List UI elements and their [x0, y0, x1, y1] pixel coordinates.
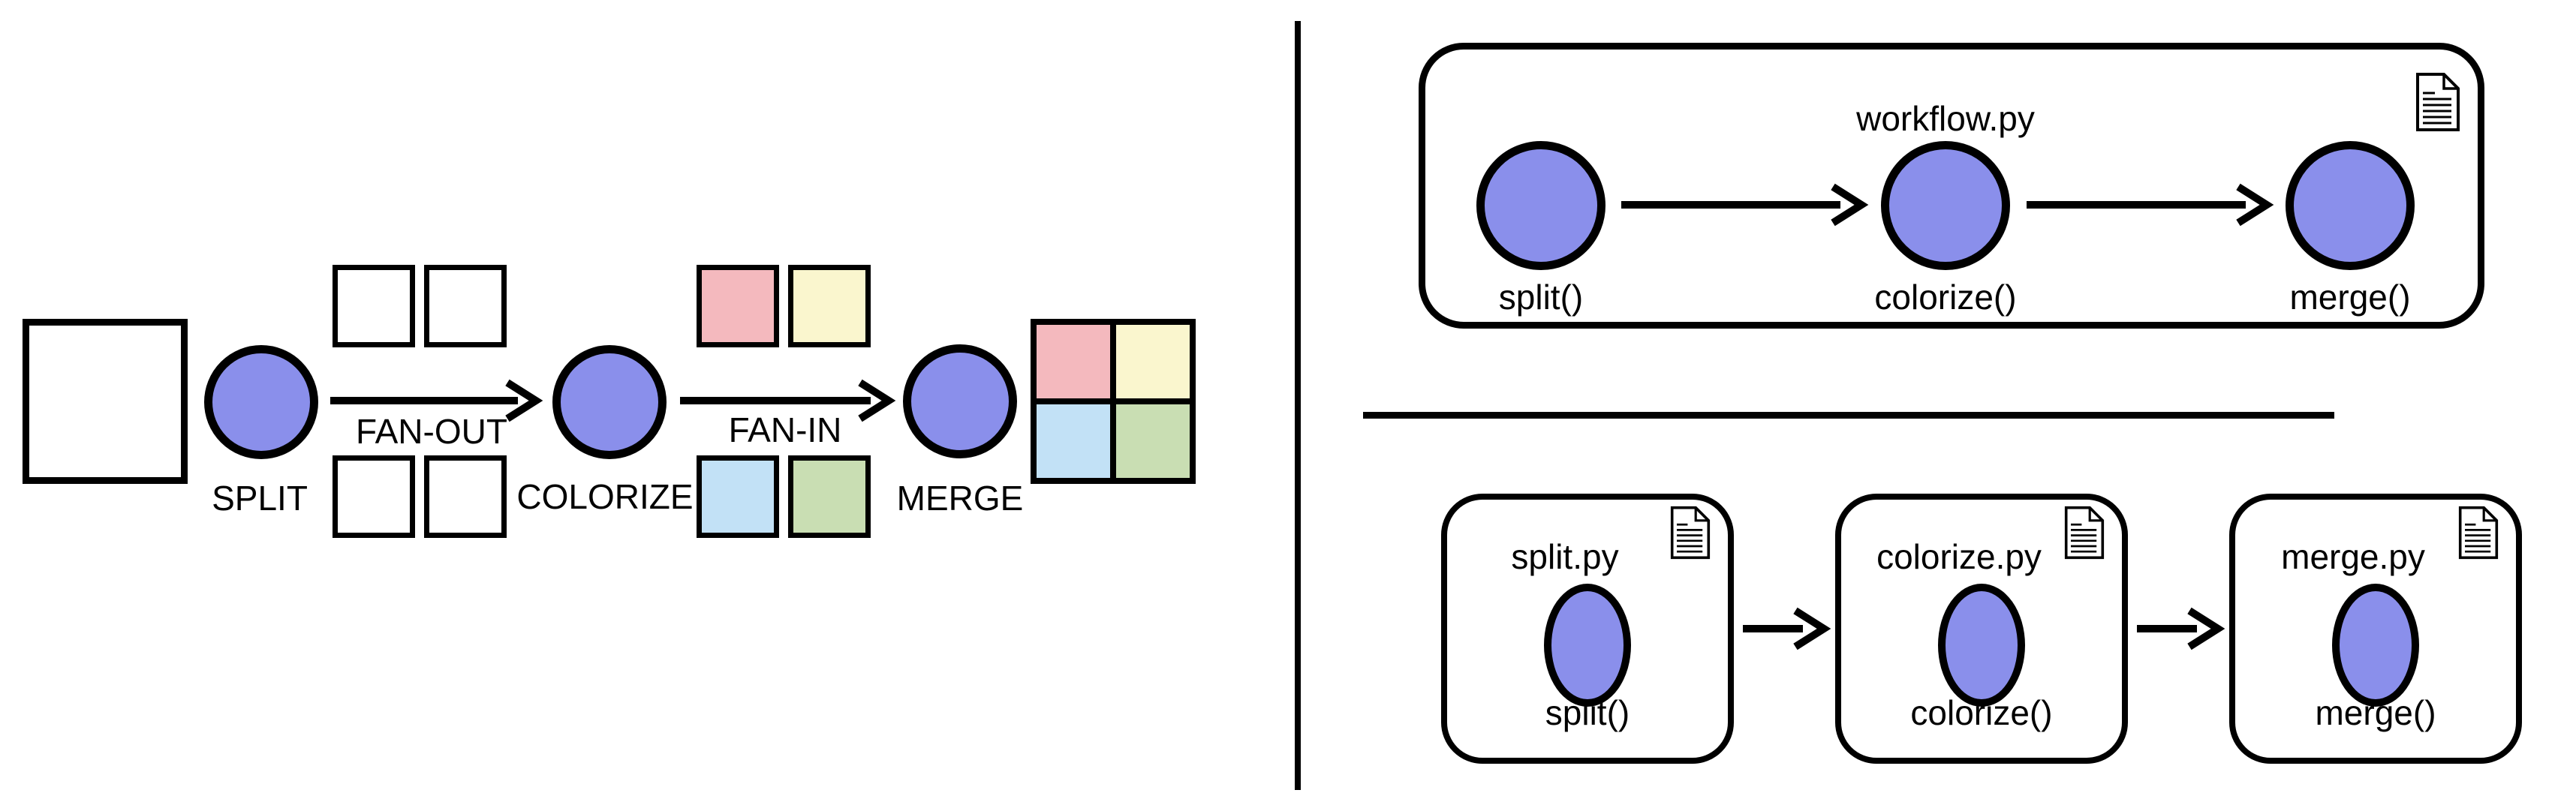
module-function-label-merge: merge() [2315, 693, 2436, 732]
document-icon [2458, 504, 2499, 561]
split-node [204, 345, 318, 459]
workflow-function-label-colorize: colorize() [1874, 278, 2017, 317]
colorize-node [552, 345, 667, 459]
merged-cell-green [1113, 401, 1190, 478]
document-icon [2415, 71, 2460, 133]
module-function-label-colorize: colorize() [1910, 693, 2053, 732]
document-icon [1670, 504, 1711, 561]
stage-label-colorize: COLORIZE [516, 477, 694, 516]
vertical-divider [1295, 21, 1301, 790]
workflow-split-node [1476, 141, 1605, 270]
split-output-tile-3 [333, 455, 415, 538]
workflow-function-label-split: split() [1498, 278, 1584, 317]
split-output-tile-1 [333, 265, 415, 347]
module-merge-node [2332, 584, 2419, 707]
module-file-label-colorize: colorize.py [1876, 537, 2042, 576]
colorize-output-tile-blue [697, 455, 779, 538]
workflow-file-label: workflow.py [1856, 99, 2035, 138]
module-arrow-colorize-to-merge [2137, 607, 2225, 650]
module-colorize-node [1938, 584, 2025, 707]
colorize-output-tile-yellow [788, 265, 871, 347]
horizontal-divider [1363, 412, 2334, 419]
input-image-tile [23, 319, 188, 484]
transition-label-fan-in: FAN-IN [728, 410, 842, 449]
colorize-output-tile-green [788, 455, 871, 538]
stage-label-merge: MERGE [896, 479, 1024, 518]
module-file-label-merge: merge.py [2281, 537, 2425, 576]
merged-cell-pink [1037, 325, 1113, 401]
transition-label-fan-out: FAN-OUT [356, 412, 507, 451]
module-file-label-split: split.py [1511, 537, 1619, 576]
document-icon [2064, 504, 2105, 561]
module-split-node [1544, 584, 1631, 707]
merge-node [903, 344, 1017, 458]
stage-label-split: SPLIT [212, 479, 308, 518]
split-output-tile-2 [424, 265, 507, 347]
merged-cell-blue [1037, 401, 1113, 478]
merged-cell-yellow [1113, 325, 1190, 401]
colorize-output-tile-pink [697, 265, 779, 347]
module-arrow-split-to-colorize [1743, 607, 1831, 650]
module-function-label-split: split() [1545, 693, 1630, 732]
split-output-tile-4 [424, 455, 507, 538]
workflow-colorize-node [1881, 141, 2010, 270]
workflow-function-label-merge: merge() [2289, 278, 2411, 317]
merged-output-grid [1031, 319, 1196, 484]
workflow-merge-node [2286, 141, 2415, 270]
